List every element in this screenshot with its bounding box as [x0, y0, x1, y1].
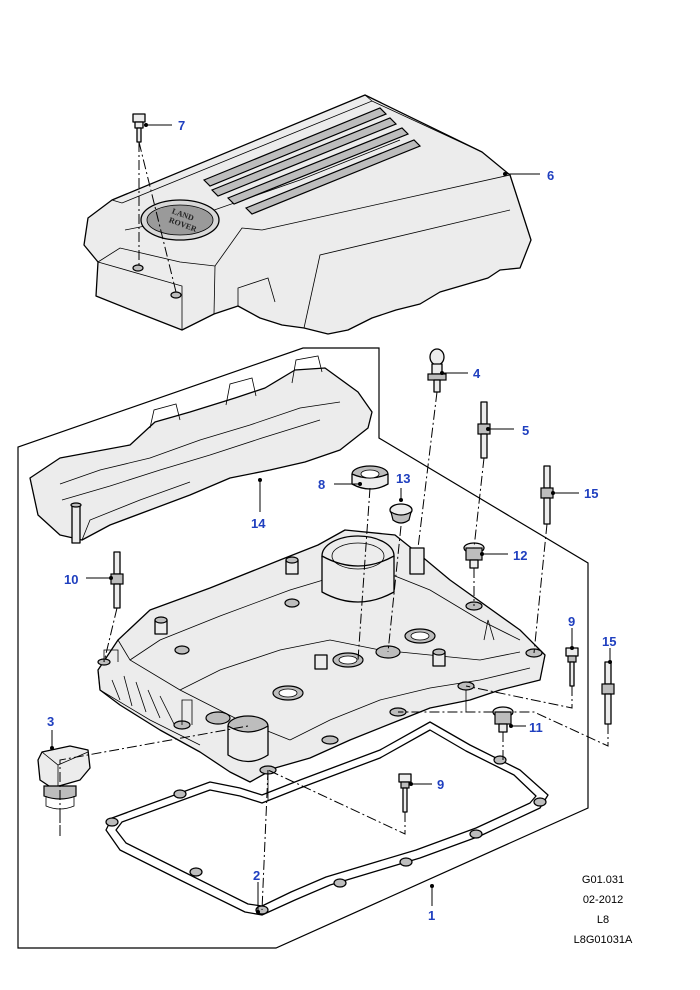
callout-11: 11 — [529, 720, 543, 735]
spacer-grommet-11 — [492, 706, 514, 733]
stud-bolt-15-lower — [601, 661, 615, 725]
stud-bolt-5 — [477, 401, 491, 459]
oil-filler-cap — [37, 745, 91, 810]
reference-engine: L8 — [597, 914, 609, 926]
callout-12: 12 — [513, 548, 527, 563]
stud-bolt-15-upper — [540, 465, 554, 525]
callout-4: 4 — [473, 366, 481, 381]
rocker-cover — [97, 529, 546, 800]
baffle-plate — [29, 355, 373, 544]
ball-stud — [427, 348, 447, 393]
blanking-plug — [389, 503, 413, 524]
callout-6: 6 — [547, 168, 554, 183]
callout-13: 13 — [396, 471, 410, 486]
callout-1: 1 — [428, 908, 435, 923]
reference-illustration: L8G01031A — [574, 934, 633, 946]
assembly-frame — [17, 347, 589, 949]
cover-bolt — [132, 113, 146, 143]
callout-15-lower: 15 — [602, 634, 616, 649]
callout-10: 10 — [64, 572, 78, 587]
callout-15-upper: 15 — [584, 486, 598, 501]
stud-bolt-10 — [110, 551, 124, 609]
flange-bolt-9-right — [565, 647, 579, 687]
callout-7: 7 — [178, 118, 185, 133]
reference-code: G01.031 — [582, 874, 624, 886]
callout-2: 2 — [253, 868, 260, 883]
reference-block: G01.031 02-2012 L8 L8G01031A — [574, 874, 633, 946]
callout-labels: 7 6 4 5 15 8 13 12 14 10 9 15 11 9 3 2 1 — [47, 118, 616, 923]
callout-9-center: 9 — [437, 777, 444, 792]
callout-8: 8 — [318, 477, 325, 492]
assembly-lines — [59, 141, 609, 911]
callout-9-right: 9 — [568, 614, 575, 629]
callout-leaders — [50, 123, 612, 914]
callout-5: 5 — [522, 423, 529, 438]
gasket — [105, 721, 549, 916]
engine-cover: LAND ROVER — [83, 94, 532, 335]
flange-bolt-9-center — [398, 773, 412, 813]
callout-3: 3 — [47, 714, 54, 729]
reference-date: 02-2012 — [583, 894, 623, 906]
grommet — [351, 465, 389, 490]
callout-14: 14 — [251, 516, 266, 531]
